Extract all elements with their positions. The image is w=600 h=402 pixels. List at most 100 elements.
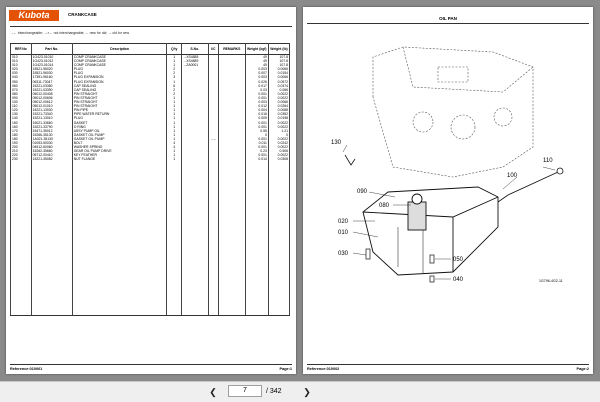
table-cell <box>207 145 219 150</box>
table-cell <box>30 161 73 317</box>
table-cell: →← <box>207 136 219 141</box>
table-cell: 1G423-01014 <box>30 63 73 68</box>
table-cell: 0.0022 <box>267 153 291 158</box>
table-cell: 1 <box>166 54 182 60</box>
table-cell: 1 <box>166 79 182 84</box>
table-cell <box>244 161 269 317</box>
table-cell: 107.8 <box>267 63 291 68</box>
table-cell: 6 <box>166 83 182 88</box>
table-cell <box>207 149 219 154</box>
table-cell: 4 <box>166 140 182 146</box>
table-cell <box>207 63 219 68</box>
table-cell: 0.003 <box>244 100 269 105</box>
table-cell: 0.001 <box>244 124 269 129</box>
table-cell <box>207 79 219 84</box>
total-pages: / 342 <box>266 388 282 395</box>
table-cell <box>207 104 219 109</box>
table-cell: 1 <box>166 128 182 133</box>
table-cell: 15221-35082 <box>30 157 73 162</box>
callout-110: 110 <box>543 158 553 164</box>
table-cell: 0.017 <box>244 83 269 88</box>
table-cell: 0.0022 <box>267 124 291 129</box>
table-cell: 15221-03390 <box>30 87 73 92</box>
table-cell: 0.001 <box>244 136 269 141</box>
table-cell: 05012-00612 <box>30 100 73 105</box>
previous-page-button[interactable]: ❮ <box>206 386 220 398</box>
table-cell <box>207 153 219 158</box>
table-cell: 2 <box>166 91 182 96</box>
table-cell <box>207 157 219 162</box>
table-cell: 0.0198 <box>267 116 291 121</box>
table-cell <box>207 120 219 125</box>
footer-reference: Reference:010002 <box>307 367 340 371</box>
table-cell <box>207 132 219 137</box>
table-cell: 49 <box>244 54 269 60</box>
table-cell: 1.21 <box>267 128 291 133</box>
table-cell: 1 <box>166 59 182 64</box>
table-cell: 15221-73340 <box>30 112 73 117</box>
table-cell: 0.011 <box>244 140 269 146</box>
table-cell: 0.506 <box>267 149 291 154</box>
table-cell: 1 <box>166 157 182 162</box>
table-cell <box>207 87 219 92</box>
table-cell: 15221-33790 <box>30 124 73 129</box>
chevron-left-icon: ❮ <box>209 387 217 397</box>
page-number-input[interactable] <box>228 385 262 397</box>
table-cell: 0.066 <box>267 87 291 92</box>
table-cell: 49 <box>244 59 269 64</box>
column-header: S.No. <box>180 43 209 55</box>
table-cell: 0.003 <box>244 67 269 72</box>
table-cell <box>207 71 219 76</box>
chevron-right-icon: ❯ <box>303 387 311 397</box>
column-header: Weight (lb) <box>267 43 291 55</box>
table-cell <box>207 140 219 146</box>
table-cell: 2 <box>166 87 182 92</box>
table-cell <box>207 161 219 317</box>
table-cell <box>217 161 246 317</box>
next-page-button[interactable]: ❯ <box>300 386 314 398</box>
table-cell <box>10 161 32 317</box>
table-cell: 1A021-35130 <box>30 136 73 141</box>
table-cell: 0.0022 <box>267 136 291 141</box>
table-cell <box>207 100 219 105</box>
table-cell: 15221-13010 <box>30 116 73 121</box>
table-cell: 15521-96030 <box>30 71 73 76</box>
callout-130: 130 <box>331 140 342 146</box>
column-header: REF.No <box>10 43 32 55</box>
table-cell: 1 <box>166 136 182 141</box>
table-cell: 1 <box>166 149 182 154</box>
table-cell: 2 <box>166 67 182 72</box>
callout-020: 020 <box>338 219 349 225</box>
table-cell: 1 <box>166 153 182 158</box>
table-cell: 15221-13030 <box>30 108 73 113</box>
table-cell: 15521-96020 <box>30 67 73 72</box>
callout-050: 050 <box>453 257 464 263</box>
drain-bolts <box>365 248 435 283</box>
table-cell: 0.026 <box>244 79 269 84</box>
table-cell: 0.0066 <box>267 75 291 80</box>
viewer-toolbar: ❮ / 342 ❯ <box>0 381 600 402</box>
catalog-page-left: Kubota CRANKCASE →← Interchangeable; →×←… <box>6 7 296 374</box>
table-cell: 06311-73047 <box>30 79 73 84</box>
footer-page-number: Page:2 <box>576 367 589 371</box>
table-cell: 1 <box>166 108 182 113</box>
table-cell: 0.001 <box>244 145 269 150</box>
table-cell: 15221-03380 <box>30 83 73 88</box>
oil-gauge-dipstick <box>497 167 564 203</box>
table-cell <box>207 112 219 117</box>
table-cell: 49 <box>244 63 269 68</box>
table-cell: 0.0264 <box>267 104 291 109</box>
table-cell <box>180 161 209 317</box>
